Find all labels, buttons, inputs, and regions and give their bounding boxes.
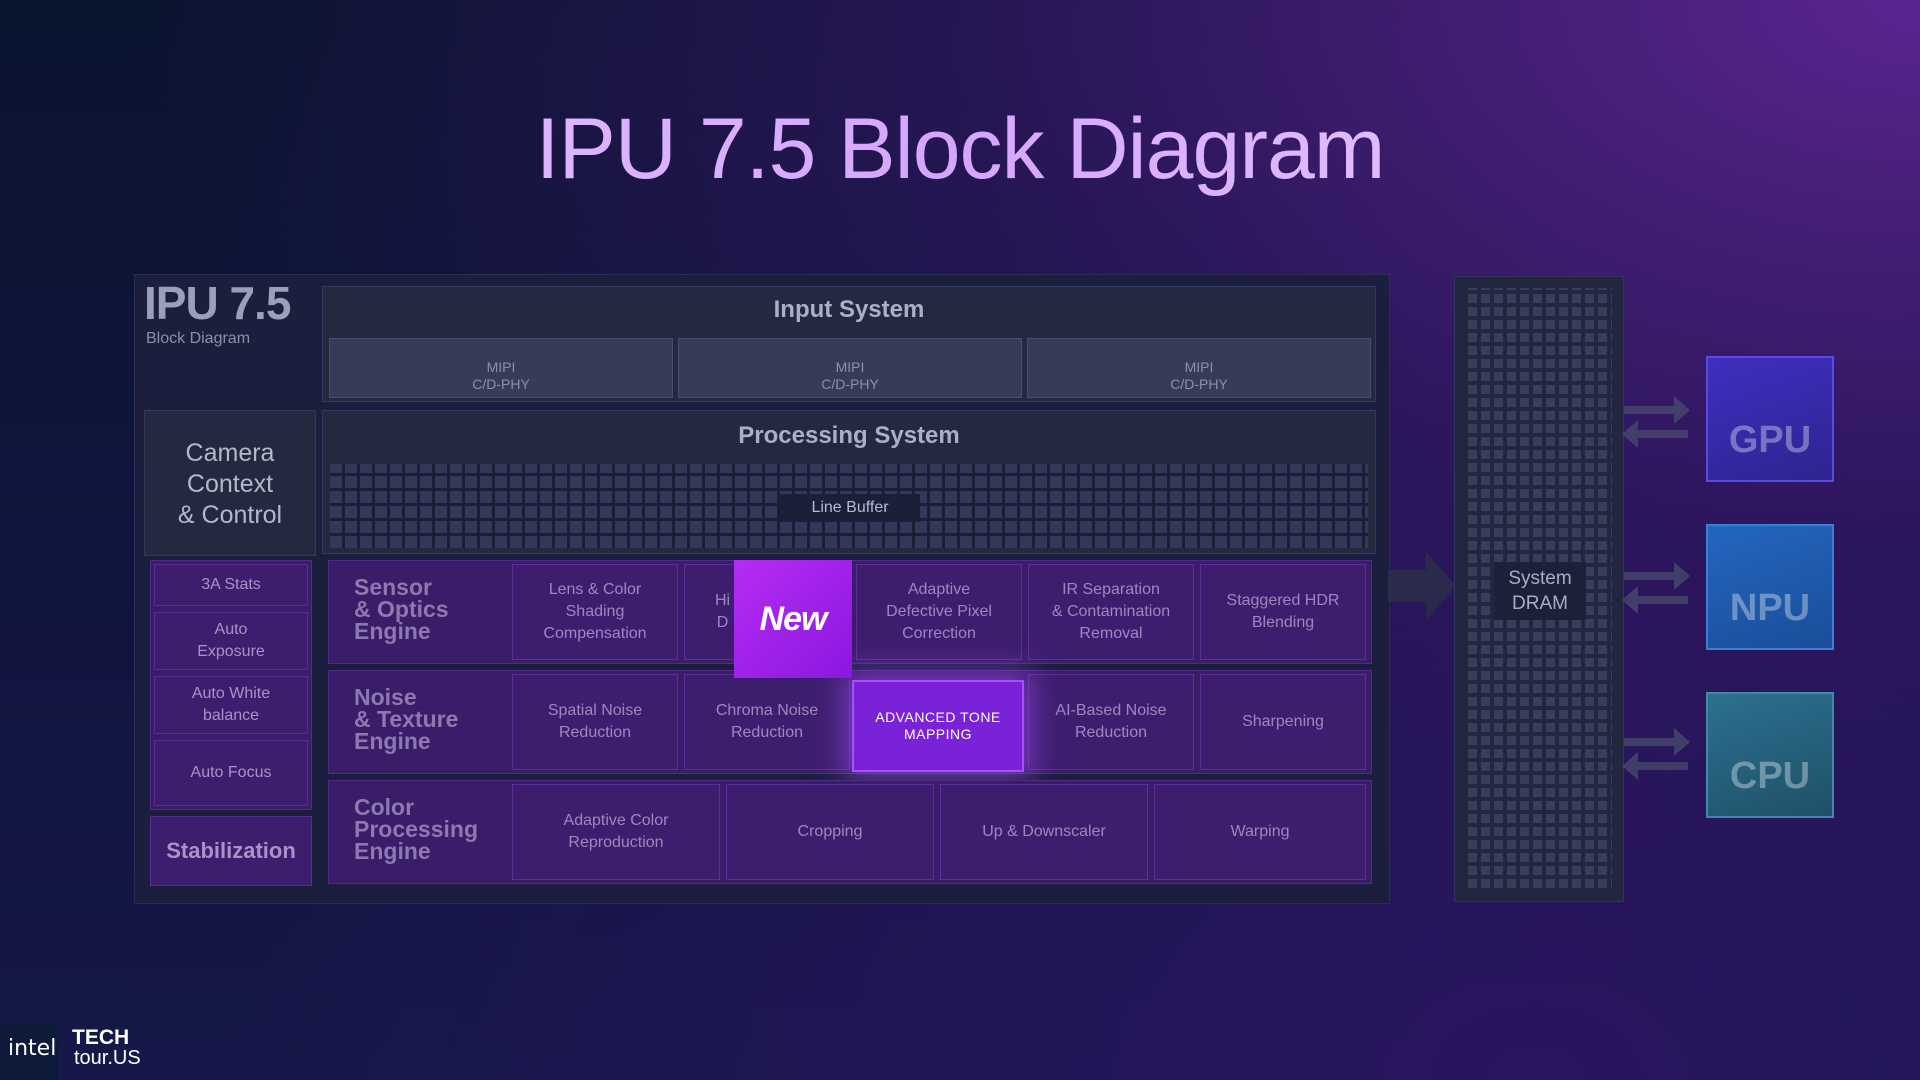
slide-title: IPU 7.5 Block Diagram [0, 100, 1920, 199]
auto-exposure: Auto Exposure [154, 612, 308, 670]
input-system-label: Input System [773, 296, 925, 323]
arrow-to-dram-icon [1388, 552, 1456, 620]
gpu-arrows-icon [1622, 396, 1690, 448]
3a-stats: 3A Stats [154, 564, 308, 606]
ai-noise-cell: AI-Based Noise Reduction [1028, 674, 1194, 770]
cpu-block: CPU [1706, 692, 1834, 818]
intel-logo-box [0, 1022, 58, 1080]
adaptive-defective-pixel-cell: Adaptive Defective Pixel Correction [856, 564, 1022, 660]
advanced-tone-mapping-cell: ADVANCED TONE MAPPING [852, 680, 1024, 772]
new-badge: New [734, 560, 852, 678]
warping-cell: Warping [1154, 784, 1366, 880]
staggered-hdr-cell: Staggered HDR Blending [1200, 564, 1366, 660]
stabilization: Stabilization [150, 816, 312, 886]
ir-separation-cell: IR Separation & Contamination Removal [1028, 564, 1194, 660]
noise-texture-label: Noise & Texture Engine [354, 684, 459, 754]
sharpening-cell: Sharpening [1200, 674, 1366, 770]
auto-focus: Auto Focus [154, 740, 308, 806]
mipi-phy-2: MIPI C/D-PHY [678, 338, 1022, 398]
tour-label: tour.US [74, 1047, 141, 1069]
system-dram-label: System DRAM [1494, 562, 1586, 620]
up-downscaler-cell: Up & Downscaler [940, 784, 1148, 880]
ipu-subtitle: Block Diagram [146, 330, 251, 347]
spatial-noise-cell: Spatial Noise Reduction [512, 674, 678, 770]
dram-grid [1468, 288, 1612, 888]
tech-label: TECH [72, 1026, 130, 1049]
camera-context-box [144, 410, 316, 556]
gpu-block: GPU [1706, 356, 1834, 482]
mipi-phy-1: MIPI C/D-PHY [329, 338, 673, 398]
processing-system-label: Processing System [738, 422, 960, 449]
adaptive-color-cell: Adaptive Color Reproduction [512, 784, 720, 880]
sensor-optics-label: Sensor & Optics Engine [354, 574, 449, 644]
color-processing-label: Color Processing Engine [354, 794, 478, 864]
mipi-phy-3: MIPI C/D-PHY [1027, 338, 1371, 398]
lens-color-shading-cell: Lens & Color Shading Compensation [512, 564, 678, 660]
cropping-cell: Cropping [726, 784, 934, 880]
intel-logo: intel [8, 1036, 57, 1061]
npu-block: NPU [1706, 524, 1834, 650]
camera-context-label: Camera Context & Control [177, 439, 283, 529]
line-buffer-label: Line Buffer [780, 494, 920, 522]
chroma-noise-cell: Chroma Noise Reduction [684, 674, 850, 770]
ipu-name: IPU 7.5 [144, 277, 291, 329]
npu-arrows-icon [1622, 562, 1690, 614]
cpu-arrows-icon [1622, 728, 1690, 780]
auto-white-balance: Auto White balance [154, 676, 308, 734]
noise-texture-row [328, 670, 1372, 774]
